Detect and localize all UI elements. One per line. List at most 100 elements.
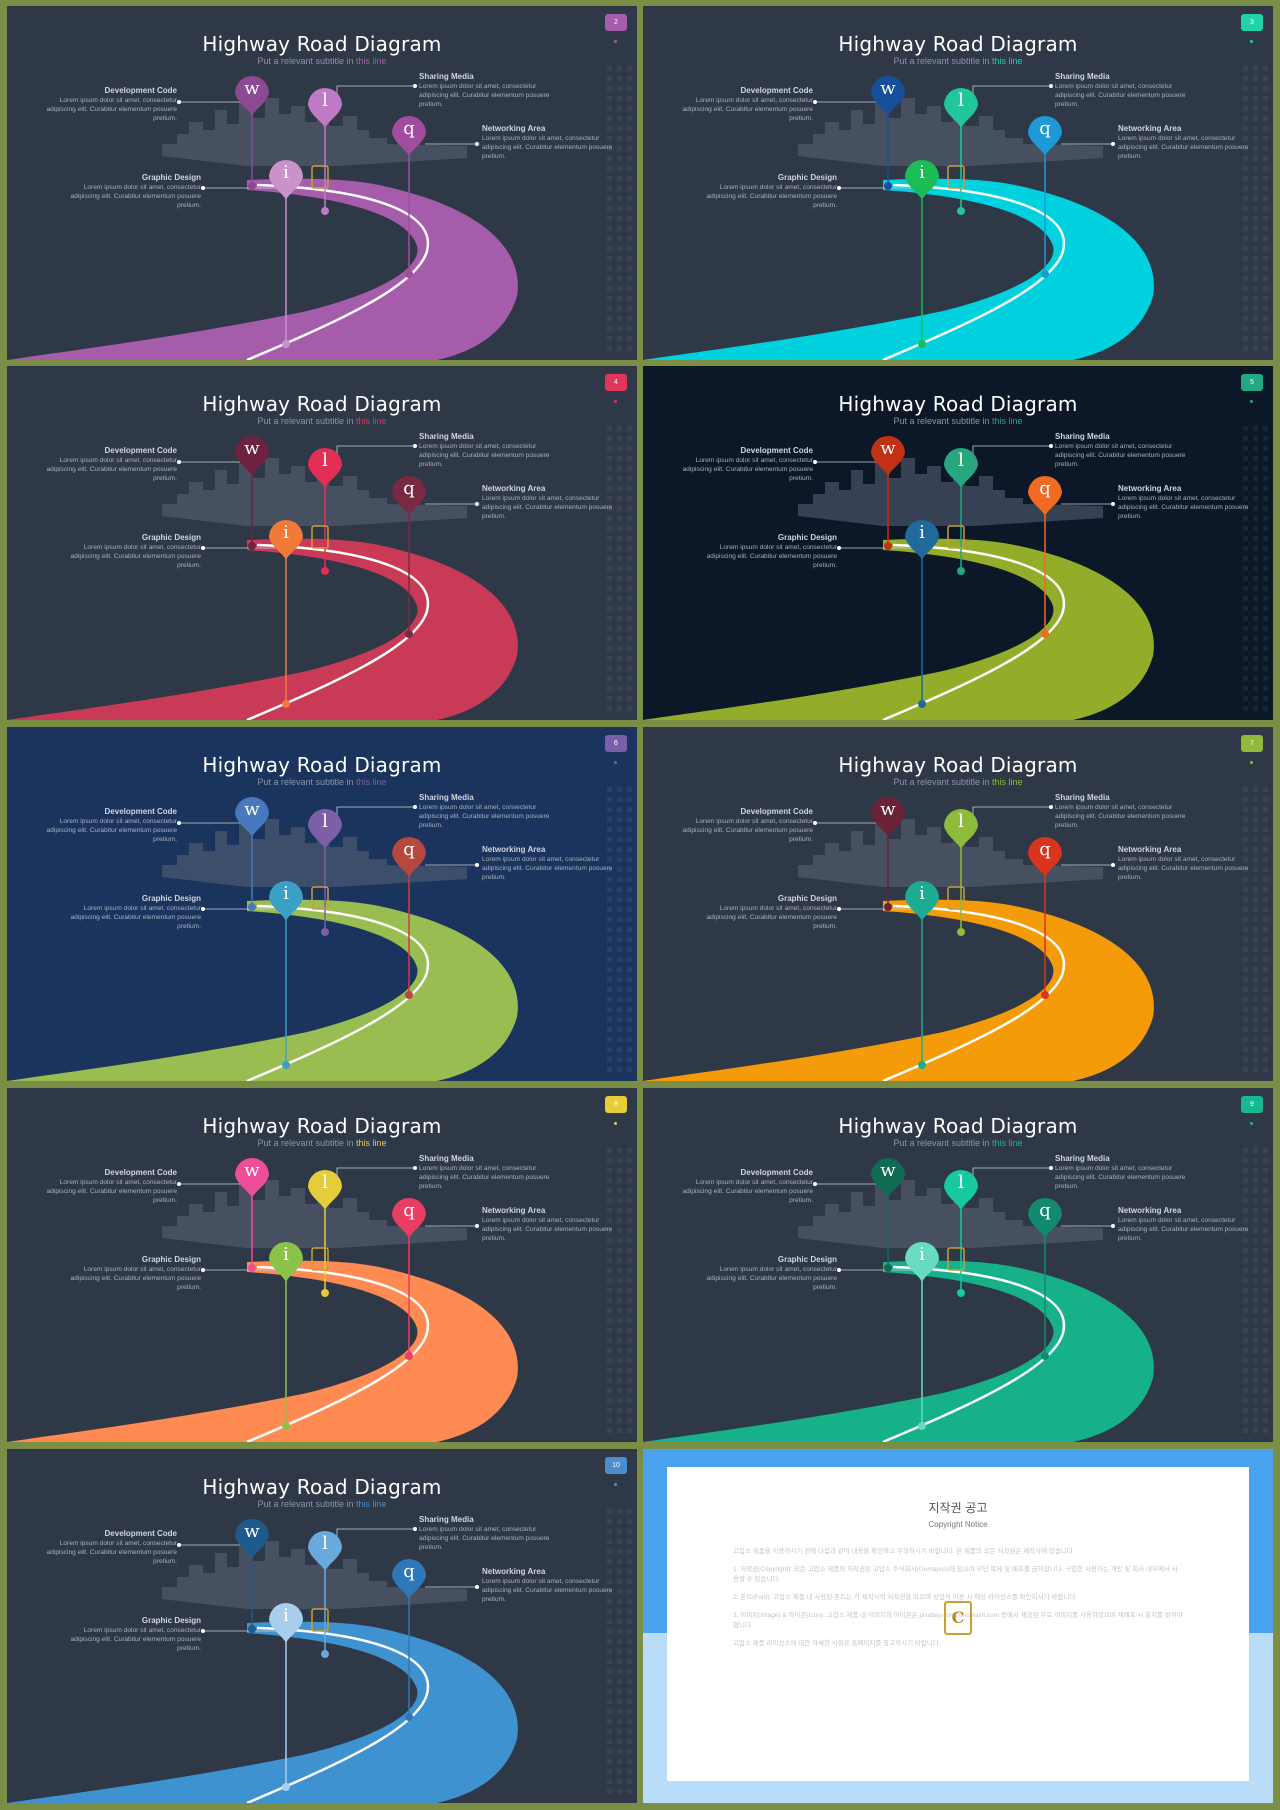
label-heading: Sharing Media [1055,432,1110,441]
subtitle-link[interactable]: this line [992,777,1023,787]
notice-paragraph: 고맙소 제품 라이선스에 대한 자세한 사항은 홈페이지를 참고하시기 바랍니다… [733,1640,941,1647]
leader-dot [201,1629,205,1633]
slide-subtitle: Put a relevant subtitle in this line [7,56,637,66]
label-heading: Development Code [104,1168,177,1177]
label-heading: Networking Area [482,1567,546,1576]
pin-base-q [405,270,413,278]
subtitle-link[interactable]: this line [356,777,387,787]
leader-dot [1111,142,1115,146]
pin-marker-l [308,809,342,849]
road-center-line [246,904,430,1081]
car-logo [311,886,329,910]
subtitle-link[interactable]: this line [992,56,1023,66]
pin-letter-q: q [403,1561,415,1582]
pin-base-i [918,1422,926,1430]
city-skyline [162,819,467,887]
label-heading: Development Code [104,446,177,455]
label-heading: Networking Area [1118,1206,1182,1215]
pin-letter-l: l [958,1172,964,1193]
subtitle-text: Put a relevant subtitle in [257,416,357,426]
subtitle-link[interactable]: this line [992,416,1023,426]
pin-letter-l: l [322,1172,328,1193]
pin-base-q [405,630,413,638]
label-heading: Graphic Design [777,533,837,542]
slide-subtitle: Put a relevant subtitle in this line [643,1138,1273,1148]
label-heading: Graphic Design [141,173,201,182]
pin-marker-w [235,76,269,116]
label-heading: Development Code [104,86,177,95]
leader-dot [813,821,817,825]
subtitle-link[interactable]: this line [992,1138,1023,1148]
subtitle-link[interactable]: this line [356,1138,387,1148]
notice-paragraph: 3. 이미지(Image) & 아이콘(Icon): 고맙소 제품 내 이미지와… [733,1612,1183,1629]
label-heading: Networking Area [482,1206,546,1215]
label-body: Lorem ipsum dolor sit amet, consectetur … [682,97,813,122]
car-logo [947,1247,965,1271]
label-heading: Networking Area [1118,484,1182,493]
pin-letter-q: q [1039,478,1051,499]
pin-marker-w [235,1158,269,1198]
pin-base-l [321,207,329,215]
road-center-line [882,904,1066,1081]
road-illustration [7,426,632,720]
pin-marker-l [308,88,342,128]
label-body: Lorem ipsum dolor sit amet, consectetur … [70,905,201,930]
pin-letter-i: i [919,1244,925,1265]
leader-line [972,85,1051,102]
road-illustration [7,1148,632,1442]
label-heading: Sharing Media [419,72,474,81]
pin-letter-l: l [958,811,964,832]
label-body: Lorem ipsum dolor sit amet, consectetur … [706,184,837,209]
pin-letter-l: l [958,90,964,111]
pin-base-q [1041,991,1049,999]
label-body: Lorem ipsum dolor sit amet, consectetur … [419,443,550,468]
label-heading: Development Code [740,86,813,95]
page-number: 5 [1241,374,1263,391]
label-body: Lorem ipsum dolor sit amet, consectetur … [482,856,613,881]
label-body: Lorem ipsum dolor sit amet, consectetur … [419,1526,550,1551]
subtitle-link[interactable]: this line [356,416,387,426]
label-body: Lorem ipsum dolor sit amet, consectetur … [682,1179,813,1204]
leader-dot [837,907,841,911]
notice-paragraph: 2. 폰트(Font): 고맙소 제품 내 사용된 폰트는 각 제작사의 저작권… [733,1594,1078,1601]
label-body: Lorem ipsum dolor sit amet, consectetur … [1118,495,1249,520]
pin-marker-w [235,436,269,476]
label-heading: Networking Area [1118,124,1182,133]
pin-letter-l: l [322,811,328,832]
pin-base-w [248,182,256,190]
slide-title: Highway Road Diagram [838,1114,1078,1138]
car-logo [947,525,965,549]
pin-base-q [405,1352,413,1360]
pin-letter-w: w [880,438,896,459]
leader-dot [1049,1166,1053,1170]
slide-subtitle: Put a relevant subtitle in this line [7,416,637,426]
pin-letter-q: q [403,478,415,499]
pin-base-q [1041,1352,1049,1360]
notice-paragraph: 고맙소 제품을 이용하시기 전에 다음과 같이 내용을 확인하고 주의하시기 바… [733,1548,1075,1555]
pin-letter-i: i [919,162,925,183]
road-illustration [7,787,632,1081]
slide-subtitle: Put a relevant subtitle in this line [643,416,1273,426]
leader-dot [177,100,181,104]
pin-base-w [248,542,256,550]
subtitle-text: Put a relevant subtitle in [893,1138,993,1148]
pin-marker-i [268,519,303,560]
page-number-dot [614,40,617,43]
slide-title: Highway Road Diagram [838,392,1078,416]
pin-marker-w [871,436,905,476]
label-heading: Sharing Media [1055,72,1110,81]
label-body: Lorem ipsum dolor sit amet, consectetur … [482,1217,613,1242]
page-number: 2 [605,14,627,31]
leader-dot [201,907,205,911]
subtitle-link[interactable]: this line [356,1499,387,1509]
pin-marker-w [235,1519,269,1559]
label-heading: Networking Area [482,124,546,133]
pin-letter-i: i [283,1605,289,1626]
subtitle-link[interactable]: this line [356,56,387,66]
